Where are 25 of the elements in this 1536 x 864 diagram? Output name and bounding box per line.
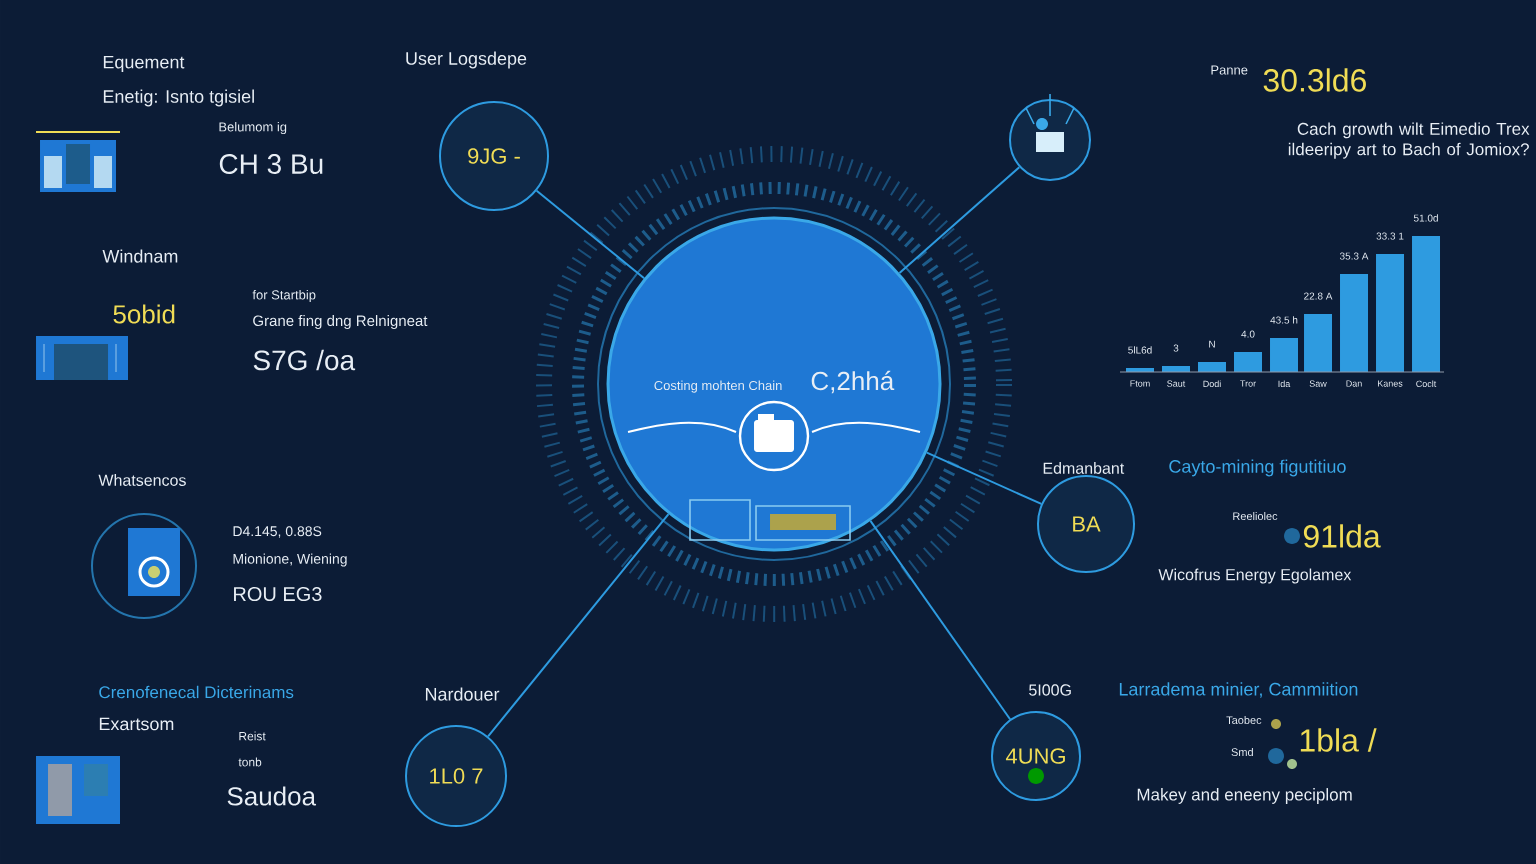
circle-heading: User Logsdepe — [406, 51, 527, 69]
value-text: 1bla / — [1300, 728, 1377, 752]
value-text: CH 3 Bu — [219, 154, 323, 174]
heading: 5I00G — [1029, 684, 1071, 696]
value-text: S7G /oa — [253, 349, 356, 371]
heading: Windnam — [102, 249, 178, 263]
connector-line — [898, 166, 1021, 275]
connector-line — [925, 451, 1043, 505]
heading: Crenofenecal Dicterinams — [99, 685, 294, 699]
heading: Equement — [103, 55, 185, 73]
heading: Whatsencos — [98, 474, 186, 486]
heading: Larradema minier, Cammiition — [1119, 682, 1358, 698]
value-text: 30.3ld6 — [1263, 68, 1366, 92]
value-text: Saudoa — [227, 786, 317, 806]
value-text: ROU EG3 — [234, 586, 322, 602]
value-text: 5obid — [113, 304, 175, 324]
heading: Enetig: Isnto tgisiel — [103, 89, 254, 107]
description-text: Cach growth wilt Eimedio Trex ildeeripy art to Bach of Jomiox? — [1288, 122, 1530, 159]
circle-heading: Nardouer — [425, 687, 500, 701]
caption-text: Wicofrus Energy Egolamex — [1158, 568, 1352, 584]
value-text: 91lda — [1303, 524, 1381, 548]
heading: Exartsom — [99, 717, 174, 731]
heading: Cayto-mining figutitiuo — [1169, 459, 1346, 477]
connector-line — [535, 189, 646, 280]
caption-text: Makey and eneeny peciplom — [1137, 788, 1352, 804]
